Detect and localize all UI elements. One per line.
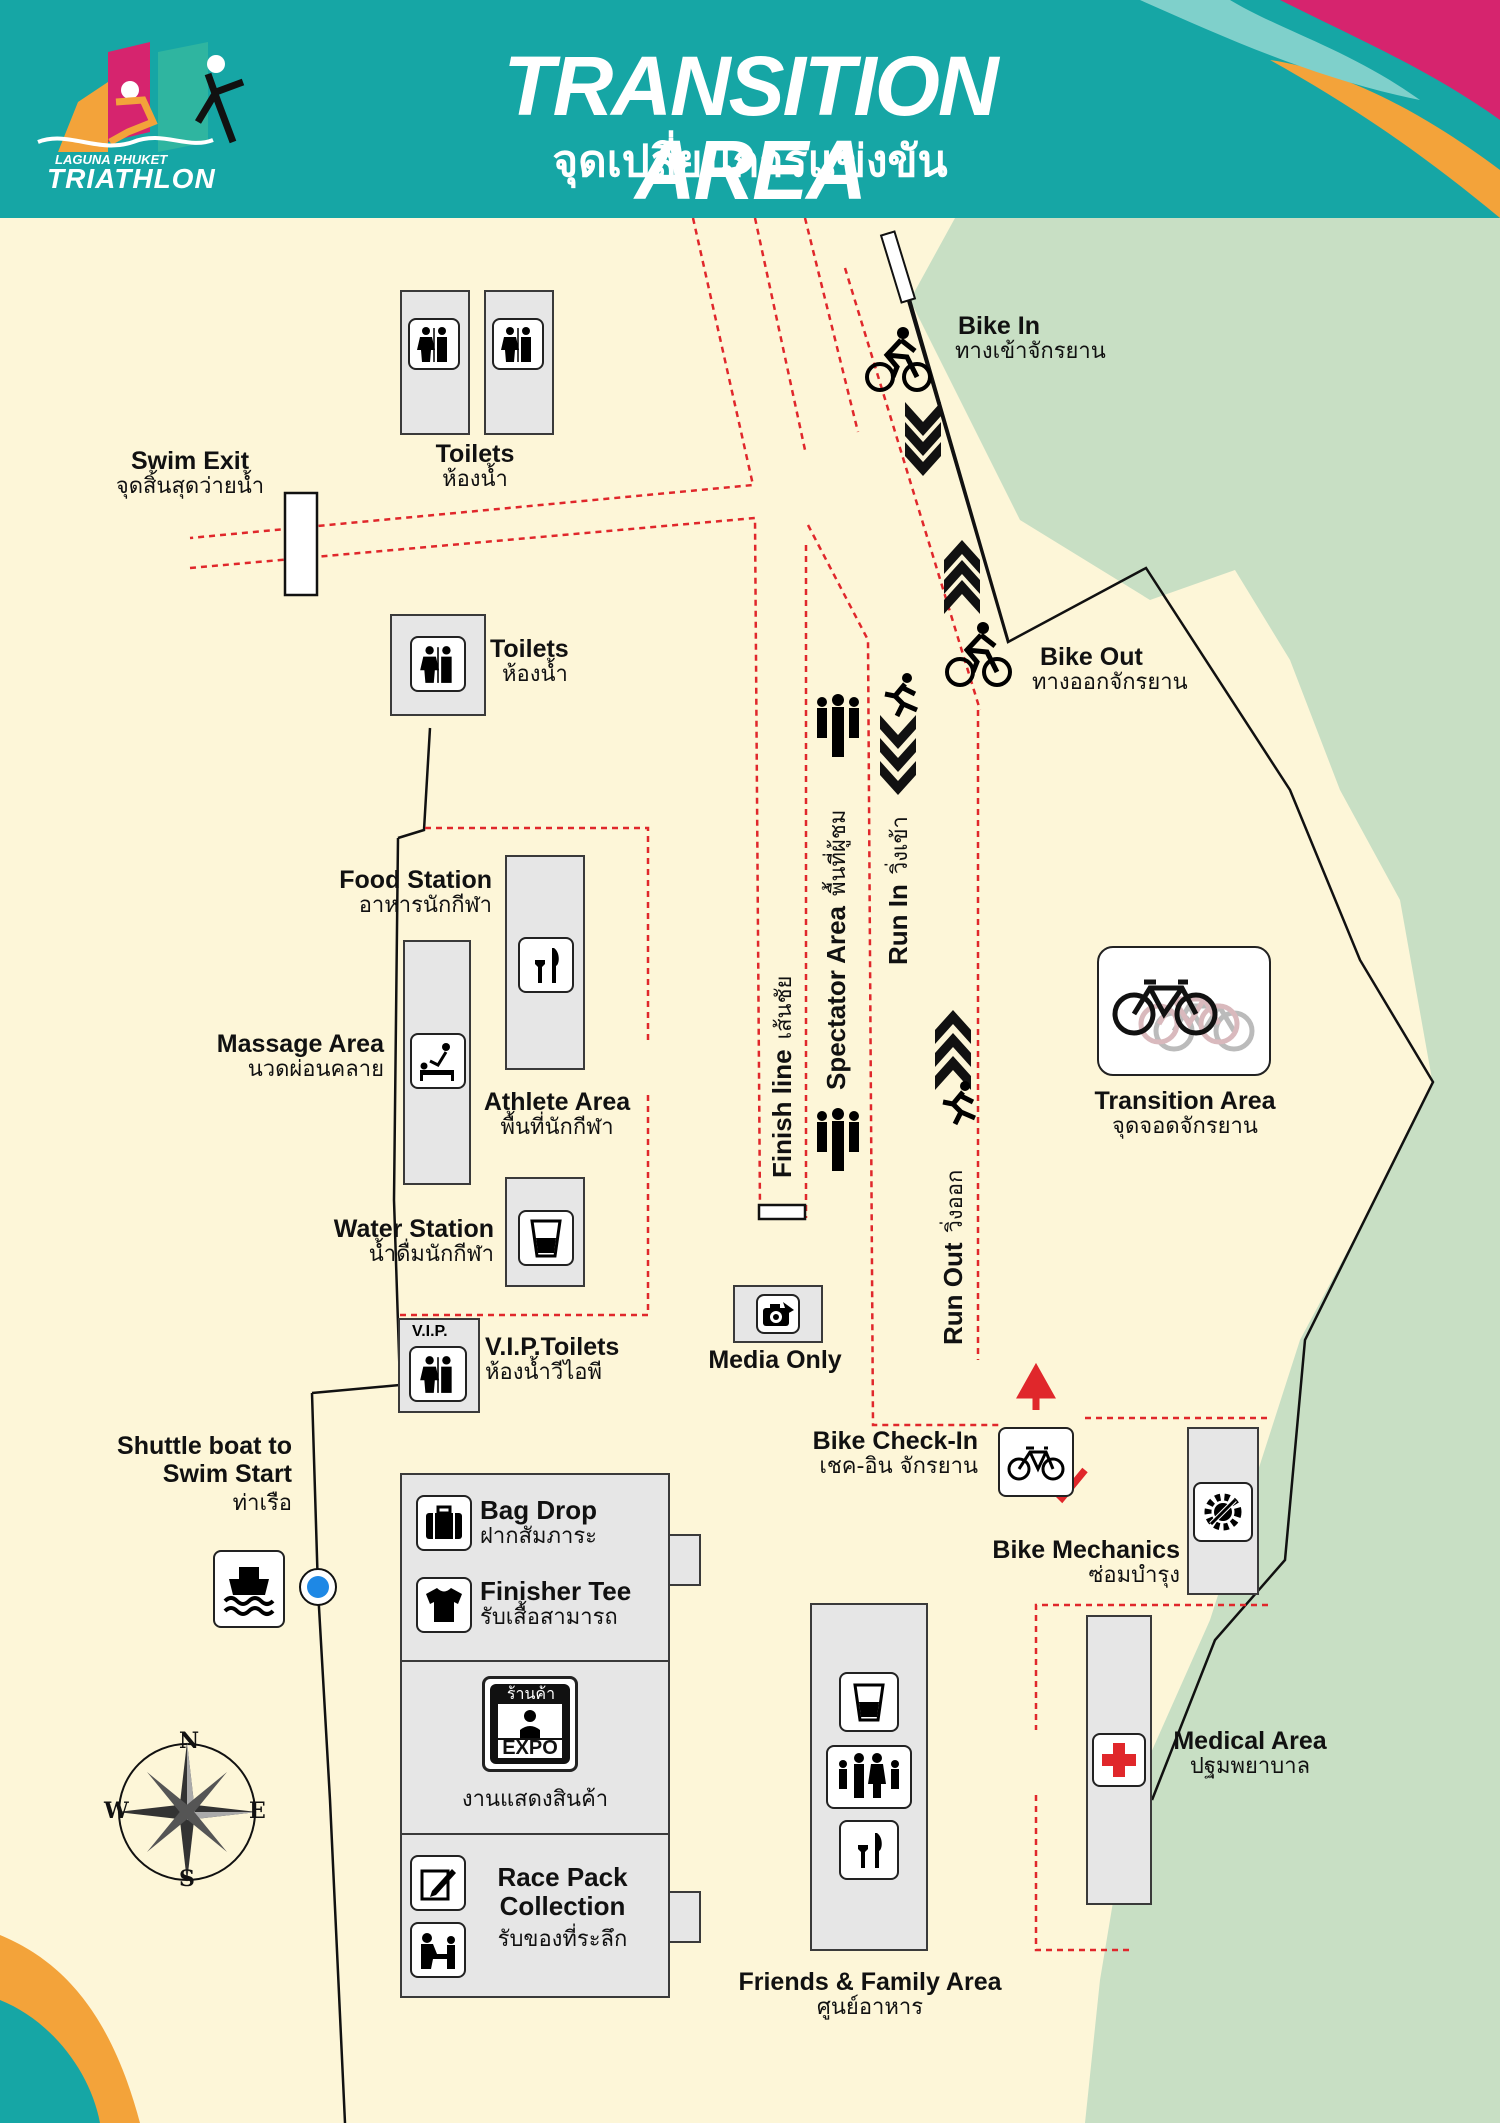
compass-east: E: [249, 1798, 266, 1824]
runner-icon: [942, 1081, 976, 1126]
cyclist-icon: [945, 622, 1012, 687]
event-logo: [37, 42, 245, 152]
wrench-gear-icon: [1193, 1482, 1253, 1542]
bike-rack-icon: [1097, 946, 1271, 1076]
expo-stall-icon: [482, 1676, 578, 1772]
shore-line: [310, 727, 432, 2123]
site-boundary: [906, 299, 1435, 1801]
run-out-label: Run Outวิ่งออก: [938, 1169, 968, 1345]
toilet-icon: [492, 318, 544, 370]
green-area: [910, 218, 1500, 2123]
expo-badge: EXPO: [502, 1737, 558, 1759]
toilet-icon: [409, 1346, 467, 1402]
logo-small-text: LAGUNA PHUKET: [55, 152, 168, 167]
header-decoration: [37, 0, 1500, 218]
page-subtitle: จุดเปลี่ยนการแข่งขัน: [552, 136, 948, 187]
bag-icon: [416, 1495, 472, 1551]
ferry-icon[interactable]: [213, 1550, 285, 1628]
cup-icon: [518, 1210, 574, 1266]
camera-icon: [756, 1294, 800, 1334]
compass-north: N: [179, 1728, 200, 1754]
toilet-icon: [410, 636, 466, 692]
spectators-icon: [817, 1108, 859, 1171]
vip-badge: V.I.P.: [412, 1323, 448, 1340]
bicycle-icon[interactable]: [998, 1427, 1074, 1497]
media-only-label: Media Only: [708, 1346, 842, 1374]
medical-cross-icon: [1092, 1733, 1146, 1787]
logo-main-text: TRIATHLON: [47, 163, 216, 194]
cyclist-icon: [865, 327, 932, 392]
expo-sign-text: ร้านค้า: [506, 1684, 556, 1703]
spectator-area-label: Spectator Areaพื้นที่ผู้ชม: [821, 809, 851, 1090]
expo-label: งานแสดงสินค้า: [461, 1787, 609, 1812]
finish-line-label: Finish lineเส้นชัย: [767, 975, 797, 1178]
family-icon: [826, 1745, 912, 1809]
compass-rose-icon: [117, 1742, 257, 1882]
header-banner: LAGUNA PHUKET TRIATHLON TRANSITION AREA …: [0, 0, 1500, 218]
runner-icon: [884, 673, 918, 718]
tshirt-icon: [416, 1577, 472, 1633]
register-icon: [410, 1855, 466, 1911]
fork-knife-icon: [839, 1820, 899, 1880]
fork-knife-icon: [518, 937, 574, 993]
compass-west: W: [104, 1798, 129, 1824]
page-title: TRANSITION AREA: [503, 39, 998, 217]
massage-icon: [410, 1033, 466, 1089]
handover-icon: [410, 1922, 466, 1978]
run-in-label: Run Inวิ่งเข้า: [883, 816, 913, 965]
toilet-icon: [408, 318, 460, 370]
spectators-icon: [817, 694, 859, 757]
compass-south: S: [179, 1866, 195, 1892]
cup-icon: [839, 1672, 899, 1732]
